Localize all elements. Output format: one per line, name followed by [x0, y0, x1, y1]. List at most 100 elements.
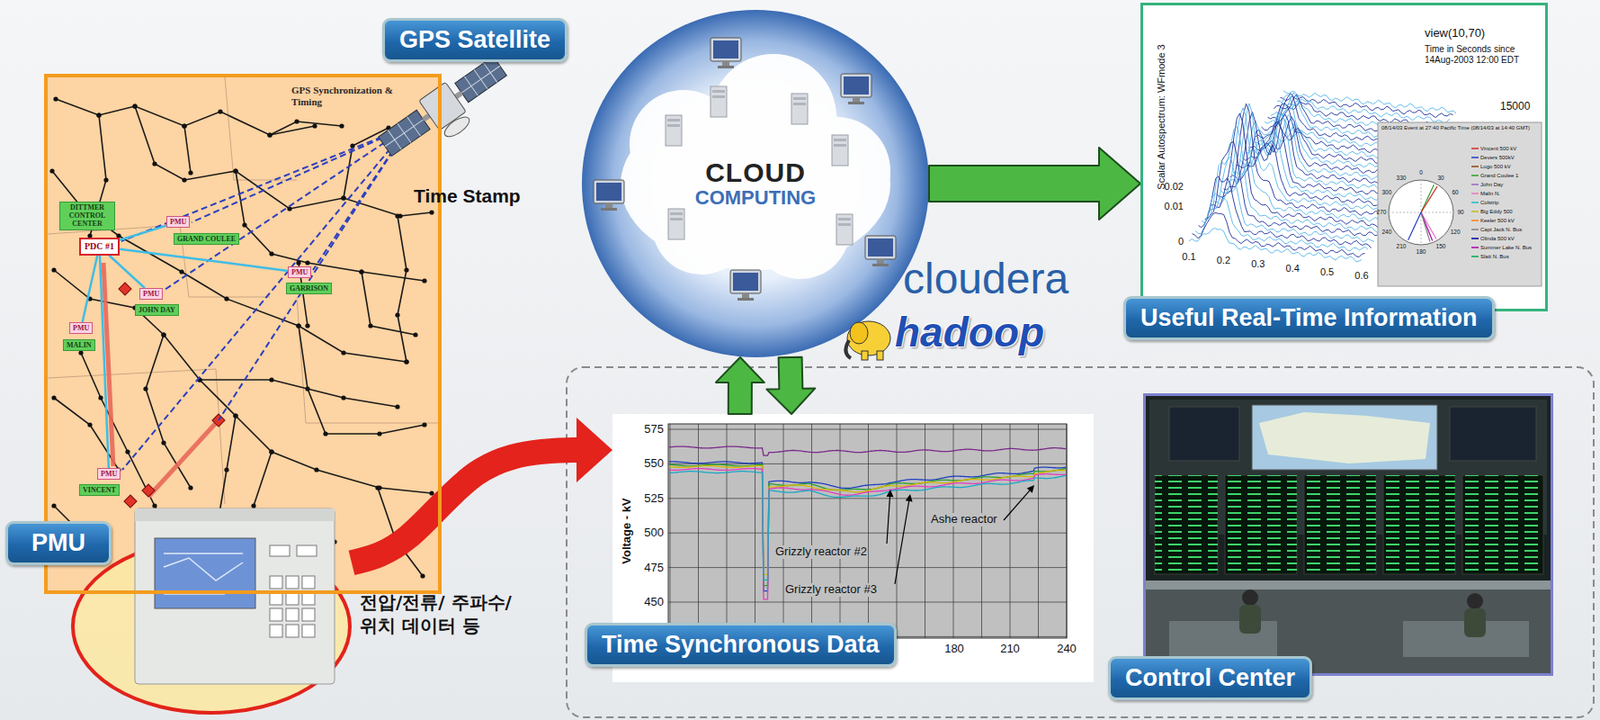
axis-title: Scalar Autospectrum: WFmode 3	[1155, 44, 1168, 189]
legend-line-sample	[1471, 181, 1479, 188]
grid-map-part-part	[51, 502, 56, 508]
legend-row: Colstrip	[1471, 197, 1540, 207]
axis-tick: 475	[643, 560, 664, 574]
grid-map-part-part	[181, 123, 187, 128]
station-label: MALIN	[62, 339, 96, 351]
data-link	[119, 225, 167, 241]
axis-tick: 500	[643, 526, 664, 540]
voltage-chart-part-part	[668, 463, 1067, 465]
gps-satellite-part	[378, 109, 431, 156]
voltage-chart-part-part	[896, 423, 898, 638]
legend-text: Keeler 500 kV	[1480, 217, 1515, 224]
polar-tick: 0	[1419, 169, 1423, 176]
control-room-photo-part	[1259, 411, 1431, 464]
spectrum-plot-part	[1388, 179, 1454, 245]
voltage-chart-part-part	[726, 423, 728, 638]
plot-legend: Vincent 500 kVDevers 500kVLugo 500 kVGra…	[1471, 143, 1540, 261]
pmu-device-part-part	[302, 575, 315, 589]
legend-line-sample	[1471, 244, 1479, 251]
pmu-device-part-part	[269, 591, 283, 605]
grid-map-part	[49, 96, 434, 580]
title-badge: Time Synchronous Data	[584, 622, 897, 667]
cloud-illustration-part	[710, 86, 727, 117]
grid-map-part-part	[96, 112, 101, 117]
voltage-chart-part-part	[669, 465, 1066, 575]
legend-row: Summer Lake N. Bus	[1471, 242, 1540, 252]
grid-map-part-part	[151, 160, 157, 166]
station-label: GARRISON	[286, 282, 332, 295]
polar-tick: 300	[1381, 188, 1392, 196]
grid-map-part-part	[103, 177, 108, 182]
control-room-photo-part	[1169, 406, 1240, 461]
measurement-note: 전압/전류/ 주파수/ 위치 데이터 등	[359, 589, 545, 637]
legend-line-sample	[1471, 154, 1479, 161]
grid-map-part-part	[403, 267, 409, 272]
grid-map-part-part	[267, 132, 272, 137]
cloud-circle: CLOUDCOMPUTING	[581, 9, 930, 358]
legend-row: Slatt N. Bus	[1471, 251, 1540, 261]
grid-map-part-part	[223, 466, 229, 472]
pmu-device-part	[296, 545, 317, 556]
cloud-illustration-part	[730, 269, 761, 301]
grid-map-part-part	[160, 331, 166, 337]
hadoop-elephant	[845, 321, 891, 360]
grid-map-part-part	[53, 96, 58, 101]
grid-map-part-part	[51, 267, 56, 272]
legend-line-sample-part	[1471, 174, 1479, 177]
cloud-illustration-part	[865, 235, 896, 267]
flow-arrow	[351, 417, 613, 564]
pmu-device-part	[134, 508, 335, 521]
voltage-chart-part-part	[668, 532, 1067, 534]
cloud-illustration-part	[840, 73, 872, 105]
gps-signal-lines	[121, 125, 410, 470]
control-room-photo-part	[1251, 404, 1438, 470]
hadoop-elephant-part	[876, 350, 884, 360]
spectrum-plot-part-part	[1224, 111, 1397, 206]
grid-map-part-part	[223, 295, 229, 301]
grid-map-part-part	[294, 118, 299, 124]
grid-map-part	[47, 77, 438, 504]
grid-map-part-part	[295, 259, 301, 265]
control-room-photo-part	[1154, 474, 1218, 574]
voltage-chart-part-part	[669, 446, 1066, 456]
axis-tick: 450	[643, 595, 664, 609]
spectrum-plot-part-part	[1421, 212, 1437, 239]
legend-row: Big Eddy 500	[1471, 206, 1540, 216]
gps-satellite	[375, 51, 519, 173]
legend-row: John Day	[1471, 179, 1540, 189]
grid-map-part-part	[232, 168, 238, 173]
control-room-photo-part	[1466, 592, 1484, 609]
gps-signal-lines-part	[121, 125, 410, 242]
legend-line-sample-part	[1471, 246, 1479, 249]
grid-map-part-part	[268, 250, 274, 256]
axis-tick: 210	[1000, 642, 1020, 656]
event-label: Ashe reactor	[930, 512, 998, 527]
grid-map-part-part	[304, 322, 310, 328]
grid-map-part-part	[340, 195, 346, 200]
event-label: Grizzly reactor #3	[785, 582, 877, 597]
grid-map-part-part	[132, 103, 137, 108]
grid-map-part-part	[232, 412, 238, 418]
grid-map-part-part	[250, 502, 256, 508]
grid-map-part	[103, 262, 216, 497]
grid-map-part-part	[367, 322, 373, 328]
logo-text: hadoop	[894, 308, 1045, 357]
map-panel: DITTMER CONTROL CENTERPDC #1PMUGRAND COU…	[44, 73, 442, 594]
pmu-box: PMU	[166, 215, 190, 228]
grid-map-part-part	[178, 268, 184, 274]
grid-map-part-part	[143, 385, 148, 391]
axis-tick: 575	[643, 422, 664, 437]
legend-line-sample	[1471, 208, 1479, 215]
pmu-box: PMU	[287, 266, 312, 278]
legend-text: Capt Jack N. Bus	[1480, 226, 1522, 233]
polar-tick: 270	[1376, 208, 1387, 215]
inset-title: 08/14/03 Event at 27:40 Pacific Time (08…	[1381, 125, 1537, 132]
grid-map-part-part	[181, 123, 187, 128]
axis-tick: 15000	[1500, 100, 1530, 114]
hadoop-elephant-part	[861, 350, 868, 360]
spectrum-plot-part-part	[1188, 228, 1362, 262]
gps-signal-lines-part	[164, 125, 410, 290]
polar-tick: 180	[1416, 248, 1427, 255]
grid-map-part-part	[403, 358, 409, 364]
